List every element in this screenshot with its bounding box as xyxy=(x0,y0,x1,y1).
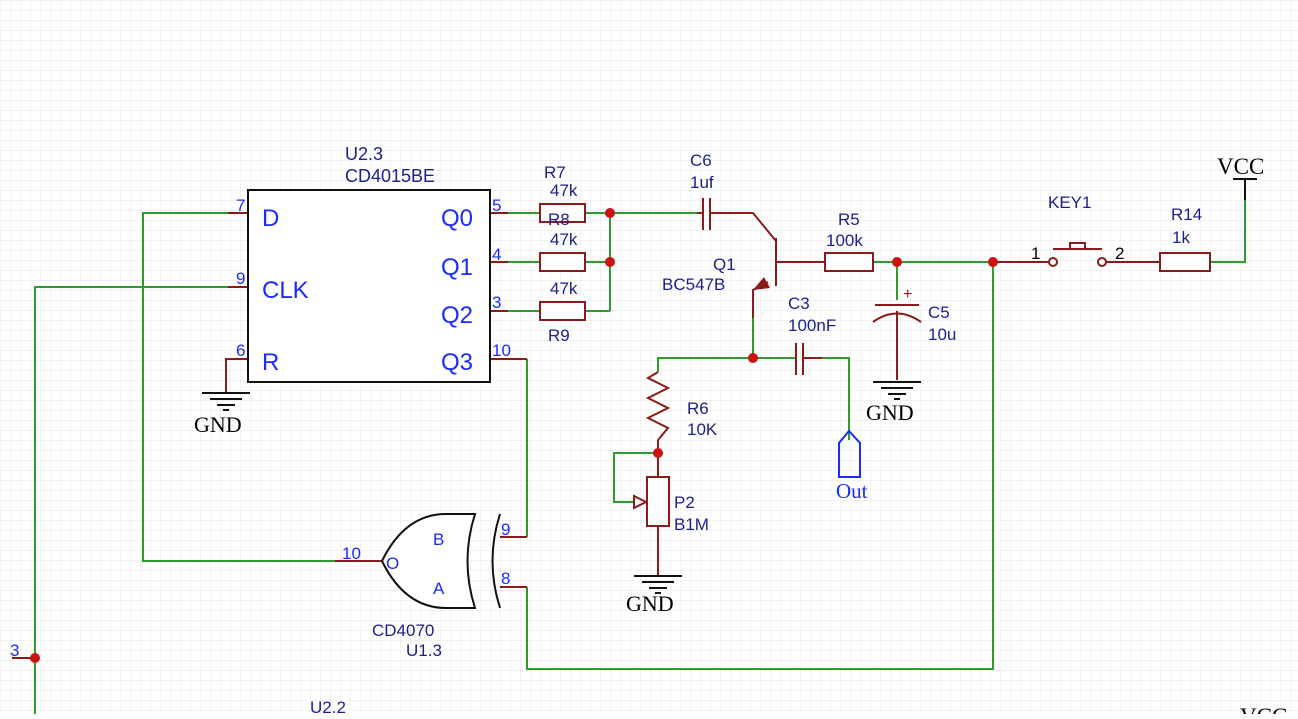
junction-dot xyxy=(653,448,663,458)
r5-ref: R5 xyxy=(838,210,860,229)
u13-pin-o-name: O xyxy=(386,554,399,573)
resistor-r14[interactable]: R14 1k xyxy=(1159,205,1211,272)
vcc-fragment: VCC xyxy=(1240,704,1287,714)
u23-pin-clk-name: CLK xyxy=(262,277,309,304)
junctions xyxy=(30,208,998,663)
u23-pin-q3-num: 10 xyxy=(492,341,511,360)
u13-pin-o-num: 10 xyxy=(342,544,361,563)
u23-pin-r-name: R xyxy=(262,349,279,376)
junction-dot xyxy=(30,653,40,663)
r5-value: 100k xyxy=(826,231,863,250)
u13-pin-a-name: A xyxy=(433,579,445,598)
u23-pin-clk-num: 9 xyxy=(236,269,245,288)
out-port[interactable]: Out xyxy=(836,429,868,503)
q1-part: BC547B xyxy=(662,275,725,294)
gnd-symbol-p2[interactable]: GND xyxy=(626,575,682,616)
u23-pin-d-name: D xyxy=(262,205,279,232)
key1-pin1: 1 xyxy=(1031,244,1040,263)
c5-polarity: + xyxy=(903,286,912,303)
p2-value: B1M xyxy=(674,515,709,534)
c3-value: 100nF xyxy=(788,316,836,335)
u23-ref: U2.3 xyxy=(345,144,383,164)
u23-pin-q1-num: 4 xyxy=(492,245,501,264)
r9-ref: R9 xyxy=(548,326,570,345)
resistor-r8[interactable]: R8 47k xyxy=(539,210,586,272)
vcc-label: VCC xyxy=(1217,154,1264,179)
junction-dot xyxy=(748,353,758,363)
transistor-q1[interactable]: Q1 BC547B xyxy=(662,238,777,294)
u23-pin-q3-name: Q3 xyxy=(441,349,473,376)
r14-ref: R14 xyxy=(1171,205,1202,224)
c5-ref: C5 xyxy=(928,303,950,322)
junction-dot xyxy=(605,257,615,267)
c3-ref: C3 xyxy=(788,294,810,313)
u13-pin-b-num: 9 xyxy=(501,520,510,539)
r6-ref: R6 xyxy=(687,399,709,418)
component-leads xyxy=(12,212,1160,659)
capacitor-c3[interactable]: C3 100nF xyxy=(788,294,836,375)
c6-value: 1uf xyxy=(690,173,714,192)
pin3-fragment: 3 xyxy=(10,641,19,660)
r7-value: 47k xyxy=(550,181,578,200)
u23-pin-r-num: 6 xyxy=(236,341,245,360)
capacitor-c6[interactable]: C6 1uf xyxy=(690,151,714,230)
pushbutton-key1[interactable]: KEY1 1 2 xyxy=(1031,193,1124,267)
r7-ref: R7 xyxy=(544,163,566,182)
xor-gate-u1-3[interactable]: 10 O B A 9 8 CD4070 U1.3 xyxy=(342,513,510,660)
u23-pin-q1-name: Q1 xyxy=(441,254,473,281)
u13-part: CD4070 xyxy=(372,621,434,640)
junction-dot xyxy=(988,257,998,267)
u13-pin-b-name: B xyxy=(433,530,444,549)
u2-3-shift-register[interactable]: U2.3 CD4015BE 7 D 9 CLK 6 R 5 Q0 4 Q1 3 … xyxy=(236,144,511,383)
junction-dot xyxy=(605,208,615,218)
r9-value: 47k xyxy=(550,279,578,298)
u23-pin-d-num: 7 xyxy=(236,196,245,215)
u23-pin-q0-num: 5 xyxy=(492,196,501,215)
key1-pin2: 2 xyxy=(1115,244,1124,263)
u23-pin-q0-name: Q0 xyxy=(441,205,473,232)
resistor-r5[interactable]: R5 100k xyxy=(824,210,874,272)
p2-ref: P2 xyxy=(674,493,695,512)
resistor-r7[interactable]: R7 47k xyxy=(539,163,586,223)
u23-pin-q2-name: Q2 xyxy=(441,302,473,329)
c5-value: 10u xyxy=(928,325,956,344)
u13-pin-a-num: 8 xyxy=(501,569,510,588)
resistor-r6[interactable]: R6 10K xyxy=(645,371,718,441)
r8-ref: R8 xyxy=(548,210,570,229)
q1-ref: Q1 xyxy=(713,255,736,274)
gnd-symbol-left[interactable]: GND xyxy=(194,392,250,437)
u22-ref-fragment: U2.2 xyxy=(310,698,346,714)
gnd-label-left: GND xyxy=(194,412,242,437)
u13-ref: U1.3 xyxy=(406,641,442,660)
u23-pin-q2-num: 3 xyxy=(492,293,501,312)
r8-value: 47k xyxy=(550,230,578,249)
c6-ref: C6 xyxy=(690,151,712,170)
potentiometer-p2[interactable]: P2 B1M xyxy=(633,476,709,534)
junction-dot xyxy=(892,257,902,267)
gnd-symbol-c5[interactable]: GND xyxy=(866,381,921,425)
resistor-r9[interactable]: 47k R9 xyxy=(539,279,586,345)
r14-value: 1k xyxy=(1172,228,1190,247)
gnd-label-c5: GND xyxy=(866,400,914,425)
gnd-label-p2: GND xyxy=(626,591,674,616)
u23-part: CD4015BE xyxy=(345,166,435,186)
vcc-symbol[interactable]: VCC xyxy=(1217,154,1264,200)
capacitor-c5[interactable]: + C5 10u xyxy=(872,286,956,344)
r6-value: 10K xyxy=(687,420,718,439)
out-label: Out xyxy=(836,479,868,503)
key1-ref: KEY1 xyxy=(1048,193,1091,212)
